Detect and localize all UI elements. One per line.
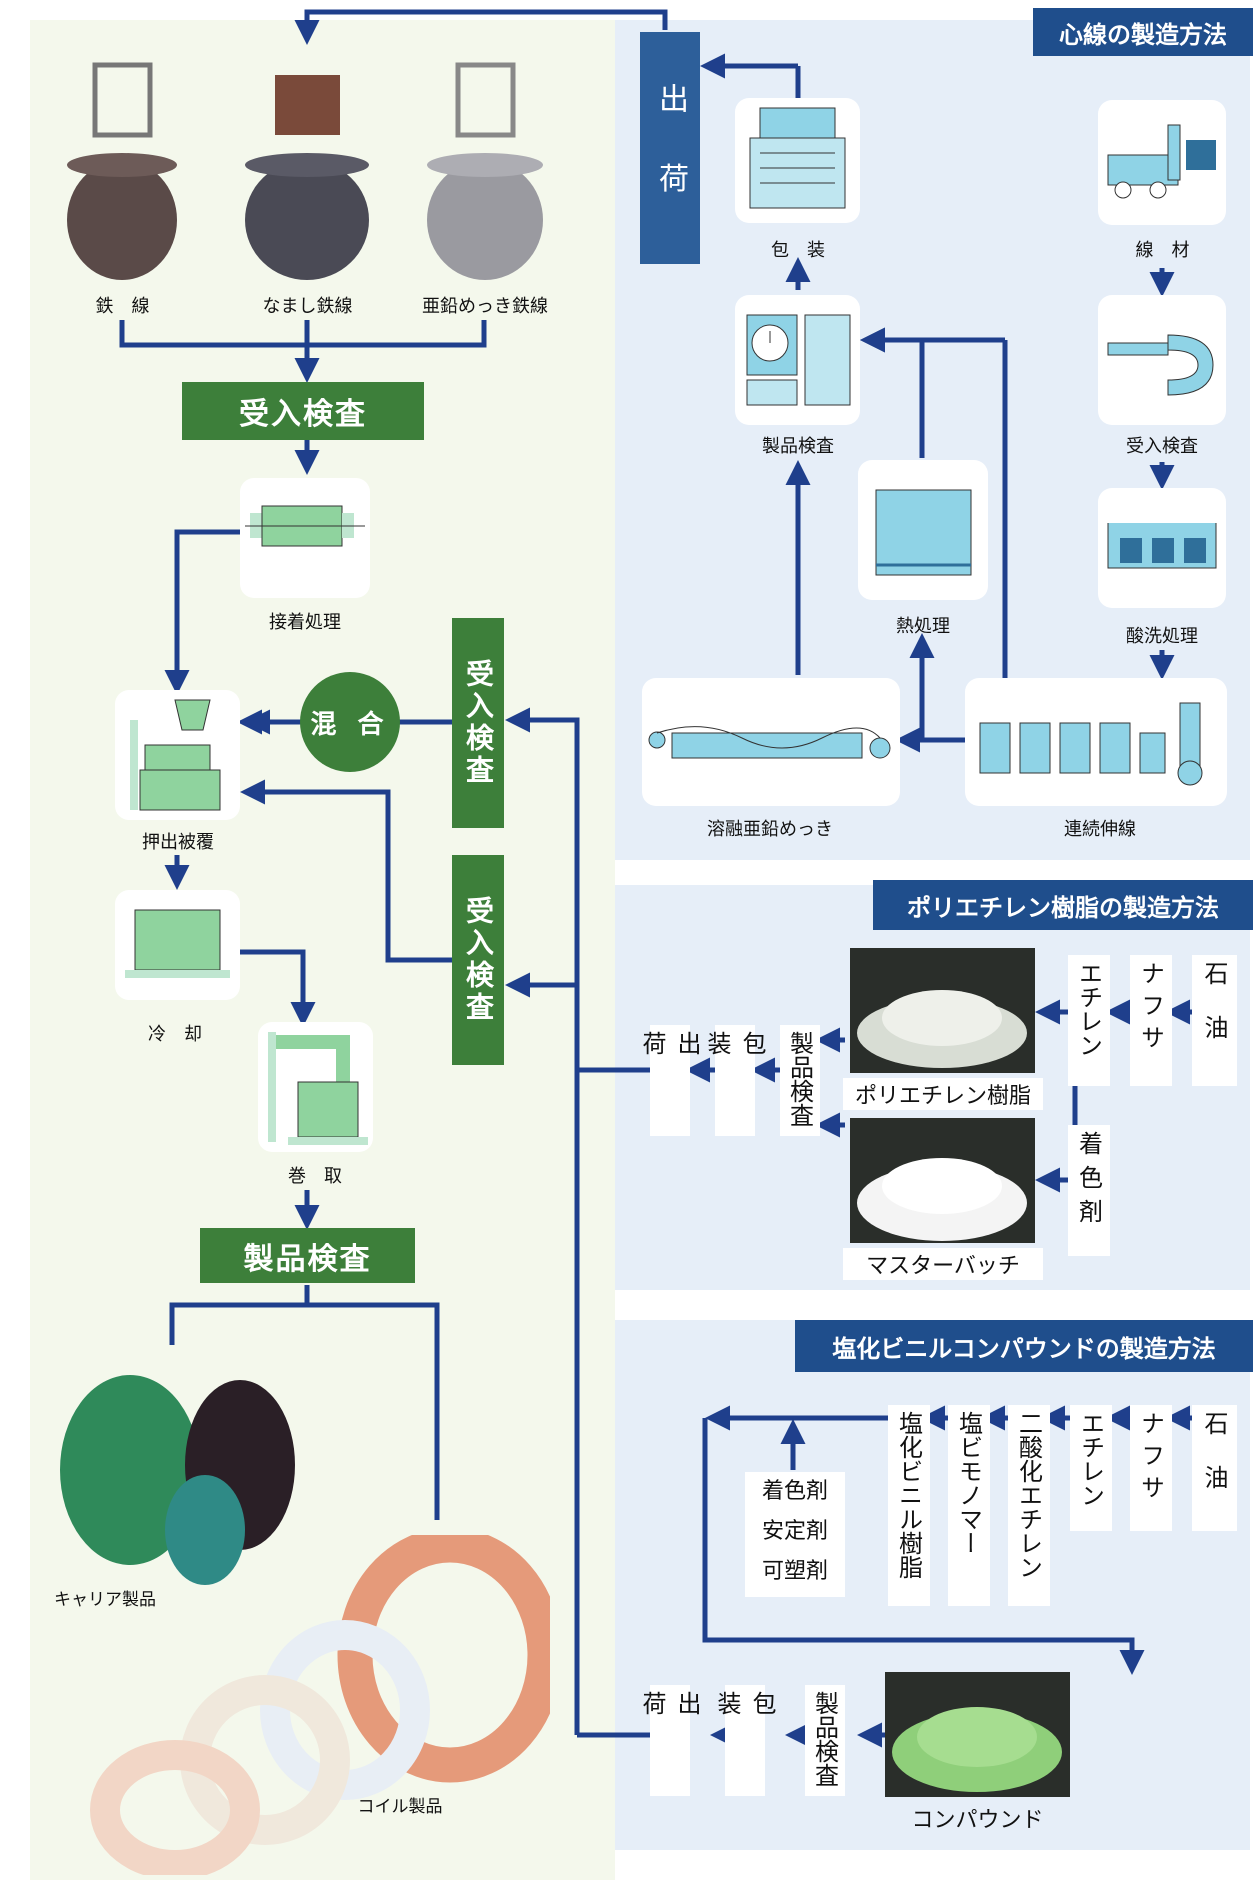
core-receiving-inspection-card: [1098, 295, 1226, 425]
core-packaging-label: 包 装: [771, 240, 825, 261]
pvc-shipping: 出荷: [638, 1685, 701, 1796]
heat-treatment-card: [858, 460, 988, 600]
annealed-wire-coil-image: [240, 55, 375, 280]
core-product-inspection-card: [735, 295, 860, 425]
pe-oil: 石油: [1192, 955, 1237, 1086]
winding-label: 巻 取: [288, 1166, 342, 1187]
drawing-machine-icon: [979, 702, 1203, 786]
core-shipping-box: 出 荷: [640, 32, 700, 264]
carrier-products-image: [50, 1345, 300, 1585]
material-inspection-box-1: 受入検査: [452, 618, 504, 828]
pvc-oil: 石油: [1192, 1405, 1237, 1531]
core-packaging-card: [735, 98, 860, 223]
annealed-wire-label: なまし鉄線: [262, 296, 353, 317]
pvc-edc: 二酸化エチレン: [1008, 1405, 1050, 1606]
pickling-card: [1098, 488, 1226, 608]
pe-colorant: 着色剤: [1068, 1125, 1110, 1256]
cooling-label: 冷 却: [148, 1024, 202, 1045]
pvc-naphtha: ナフサ: [1130, 1405, 1172, 1531]
pe-packaging: 包装: [703, 1025, 766, 1136]
pvc-section-title: 塩化ビニルコンパウンドの製造方法: [795, 1320, 1253, 1372]
extruder-icon: [130, 699, 221, 811]
galvanizing-label: 溶融亜鉛めっき: [707, 819, 833, 840]
wire-rod-truck-icon: [1107, 124, 1216, 199]
masterbatch-label: マスターバッチ: [843, 1248, 1043, 1280]
compound-image: [885, 1672, 1070, 1797]
pickling-tank-icon: [1107, 523, 1217, 569]
pvc-packaging: 包装: [713, 1685, 776, 1796]
additive-plasticizer: 可塑剤: [761, 1559, 828, 1584]
pe-resin-label: ポリエチレン樹脂: [843, 1078, 1043, 1110]
coil-products-label: コイル製品: [357, 1797, 443, 1817]
inspection-machine-icon: [746, 314, 851, 406]
pe-ethylene: エチレン: [1068, 955, 1110, 1086]
pvc-ethylene: エチレン: [1070, 1405, 1112, 1531]
packaging-machine-icon: [749, 107, 846, 209]
product-inspection-box: 製品検査: [200, 1228, 415, 1283]
material-inspection-box-2: 受入検査: [452, 855, 504, 1065]
additive-colorant: 着色剤: [761, 1479, 828, 1504]
adhesion-card: [240, 478, 370, 598]
wire-rod-label: 線 材: [1135, 240, 1190, 261]
cooling-tank-icon: [125, 909, 230, 978]
coil-products-image: [80, 1535, 550, 1875]
pe-shipping: 出荷: [638, 1025, 701, 1136]
iron-wire-coil-image: [60, 55, 185, 280]
pe-resin-image: [850, 948, 1035, 1073]
pe-naphtha: ナフサ: [1130, 955, 1172, 1086]
iron-wire-label: 鉄 線: [95, 296, 150, 317]
winding-card: [258, 1022, 373, 1152]
heat-treatment-label: 熱処理: [896, 616, 950, 637]
caliper-icon: [1107, 334, 1214, 396]
extrusion-label: 押出被覆: [142, 832, 214, 853]
additive-stabilizer: 安定剤: [761, 1519, 828, 1544]
wire-rod-card: [1098, 100, 1226, 225]
adhesion-label: 接着処理: [269, 612, 341, 633]
adhesion-machine-icon: [245, 505, 365, 547]
galvanized-wire-coil-image: [420, 55, 550, 280]
masterbatch-image: [850, 1118, 1035, 1243]
core-product-inspection-label: 製品検査: [762, 436, 834, 457]
pe-product-inspection: 製品検査: [780, 1025, 820, 1136]
galvanized-wire-label: 亜鉛めっき鉄線: [422, 296, 548, 317]
receiving-inspection-box: 受入検査: [182, 382, 424, 440]
polyethylene-section-title: ポリエチレン樹脂の製造方法: [873, 880, 1253, 930]
pickling-label: 酸洗処理: [1126, 626, 1198, 647]
extrusion-card: [115, 690, 240, 820]
continuous-drawing-card: [965, 678, 1227, 806]
core-wire-section-title: 心線の製造方法: [1033, 8, 1253, 56]
compound-label: コンパウンド: [911, 1808, 1044, 1833]
galvanizing-line-icon: [648, 726, 891, 759]
core-receiving-inspection-label: 受入検査: [1126, 436, 1198, 457]
winder-icon: [268, 1032, 368, 1145]
pvc-resin: 塩化ビニル樹脂: [888, 1405, 930, 1606]
carrier-products-label: キャリア製品: [54, 1590, 156, 1610]
cooling-card: [115, 890, 240, 1000]
continuous-drawing-label: 連続伸線: [1064, 819, 1136, 840]
pvc-additives: 着色剤 安定剤 可塑剤: [745, 1472, 845, 1597]
mixing-circle: 混 合: [300, 672, 400, 772]
pvc-vcm: 塩ビモノマー: [948, 1405, 990, 1606]
furnace-icon: [875, 489, 972, 576]
pvc-product-inspection: 製品検査: [805, 1685, 845, 1796]
galvanizing-card: [642, 678, 900, 806]
